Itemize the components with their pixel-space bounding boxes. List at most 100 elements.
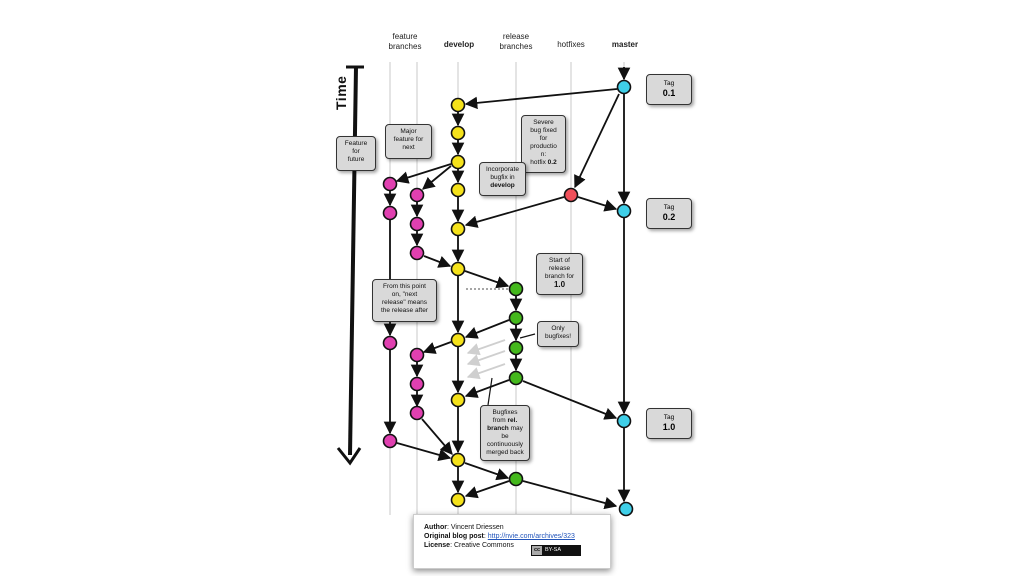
commit-develop (450, 97, 466, 113)
column-label-line: branches (499, 42, 533, 51)
continuous-merge-arrows (466, 339, 506, 380)
note-line: future (347, 156, 365, 163)
note-line: bugfix in (490, 174, 515, 181)
commit-master (616, 203, 632, 219)
time-axis (336, 65, 364, 466)
credit-author-value: Vincent Driessen (450, 524, 504, 531)
commit-develop (450, 492, 466, 508)
column-label-line: release (502, 32, 530, 41)
note-line: Bugfixes (492, 409, 518, 416)
note-line: next (402, 144, 415, 151)
column-label-master: master (604, 40, 646, 50)
note-line: branch for (544, 273, 575, 280)
commit-develop (450, 125, 466, 141)
commit-develop (450, 332, 466, 348)
note-line: Severe (533, 119, 554, 126)
note-line: branch may (483, 425, 527, 433)
note-text: from (492, 417, 506, 424)
note-line: be (501, 433, 509, 440)
credit-box: Author: Vincent Driessen Original blog p… (413, 514, 611, 569)
column-label-line: feature (392, 32, 418, 41)
commit-feature (382, 205, 398, 221)
commit-master (618, 501, 634, 517)
tag-0-2: Tag 0.2 (646, 198, 692, 229)
credit-license-label: License (424, 542, 451, 549)
note-feature-for-future: Feature for future (336, 136, 376, 171)
credit-author: Author: Vincent Driessen (424, 524, 504, 531)
note-bugfixes-from-release: Bugfixes from rel. branch may be continu… (480, 405, 530, 461)
commit-feature (409, 187, 425, 203)
credit-license: License: Creative Commons (424, 542, 514, 549)
commit-release (508, 281, 524, 297)
column-label-line: branches (388, 42, 422, 51)
note-line: Feature (344, 140, 368, 147)
time-label: Time (333, 75, 349, 110)
tag-label: Tag (663, 80, 675, 87)
column-label-feature: feature branches (380, 32, 430, 52)
note-text: may (510, 425, 523, 432)
note-line: Major (400, 128, 417, 135)
note-line: Start of (549, 257, 570, 264)
column-label-line: master (611, 40, 639, 49)
note-line: Incorporate (486, 166, 519, 173)
commit-develop (450, 154, 466, 170)
commit-develop (450, 392, 466, 408)
note-line: from rel. (483, 417, 527, 425)
note-line: bugfixes! (544, 333, 572, 340)
note-text-strong: rel. (507, 417, 518, 424)
tag-version: 0.2 (662, 212, 676, 222)
note-line: for (539, 135, 548, 142)
note-line: bug fixed (530, 127, 557, 134)
note-major-feature: Major feature for next (385, 124, 432, 159)
tag-version: 1.0 (662, 422, 676, 432)
note-line: release" means (382, 299, 427, 306)
note-line: n: (540, 151, 547, 158)
note-severe-bug: Severe bug fixed for productio n: hotfix… (521, 115, 566, 173)
note-text-strong: 0.2 (547, 159, 557, 166)
column-label-develop: develop (438, 40, 480, 50)
note-only-bugfixes: Only bugfixes! (537, 321, 579, 347)
commit-release (508, 340, 524, 356)
note-incorporate-bugfix: Incorporate bugfix in develop (479, 162, 526, 196)
note-line: Only (551, 325, 565, 332)
tag-0-1: Tag 0.1 (646, 74, 692, 105)
column-label-hotfixes: hotfixes (550, 40, 592, 50)
note-text-strong: branch (487, 425, 509, 432)
commit-feature (382, 433, 398, 449)
note-line: for (352, 148, 360, 155)
commit-feature (382, 335, 398, 351)
note-line-strong: develop (490, 182, 515, 189)
note-line: feature for (393, 136, 424, 143)
note-line: the release after (381, 307, 428, 314)
commit-develop (450, 182, 466, 198)
commit-master (616, 413, 632, 429)
commit-release (508, 310, 524, 326)
cc-icon: cc (532, 546, 542, 555)
credit-blog: Original blog post: http://nvie.com/arch… (424, 533, 575, 540)
commit-develop (450, 261, 466, 277)
commit-hotfix (563, 187, 579, 203)
commit-feature (409, 347, 425, 363)
bubble-pointers (487, 333, 536, 406)
commit-develop (450, 452, 466, 468)
note-line: merged back (486, 449, 524, 456)
commit-develop (450, 221, 466, 237)
note-line: continuously (486, 441, 524, 448)
credit-license-value: Creative Commons (453, 542, 514, 549)
commits (382, 79, 634, 517)
note-start-release: Start of release branch for 1.0 (536, 253, 583, 295)
credit-author-label: Author (424, 524, 447, 531)
note-line-strong: 1.0 (553, 280, 566, 289)
commit-connections (383, 67, 631, 510)
credit-blog-link[interactable]: http://nvie.com/archives/323 (487, 533, 575, 540)
note-line: productio (530, 143, 557, 150)
commit-feature (409, 245, 425, 261)
commit-release (508, 370, 524, 386)
note-line: From this point (383, 283, 426, 290)
note-from-this-point: From this point on, "next release" means… (372, 279, 437, 322)
commit-release (508, 471, 524, 487)
tag-label: Tag (663, 204, 675, 211)
column-label-line: develop (443, 40, 475, 49)
